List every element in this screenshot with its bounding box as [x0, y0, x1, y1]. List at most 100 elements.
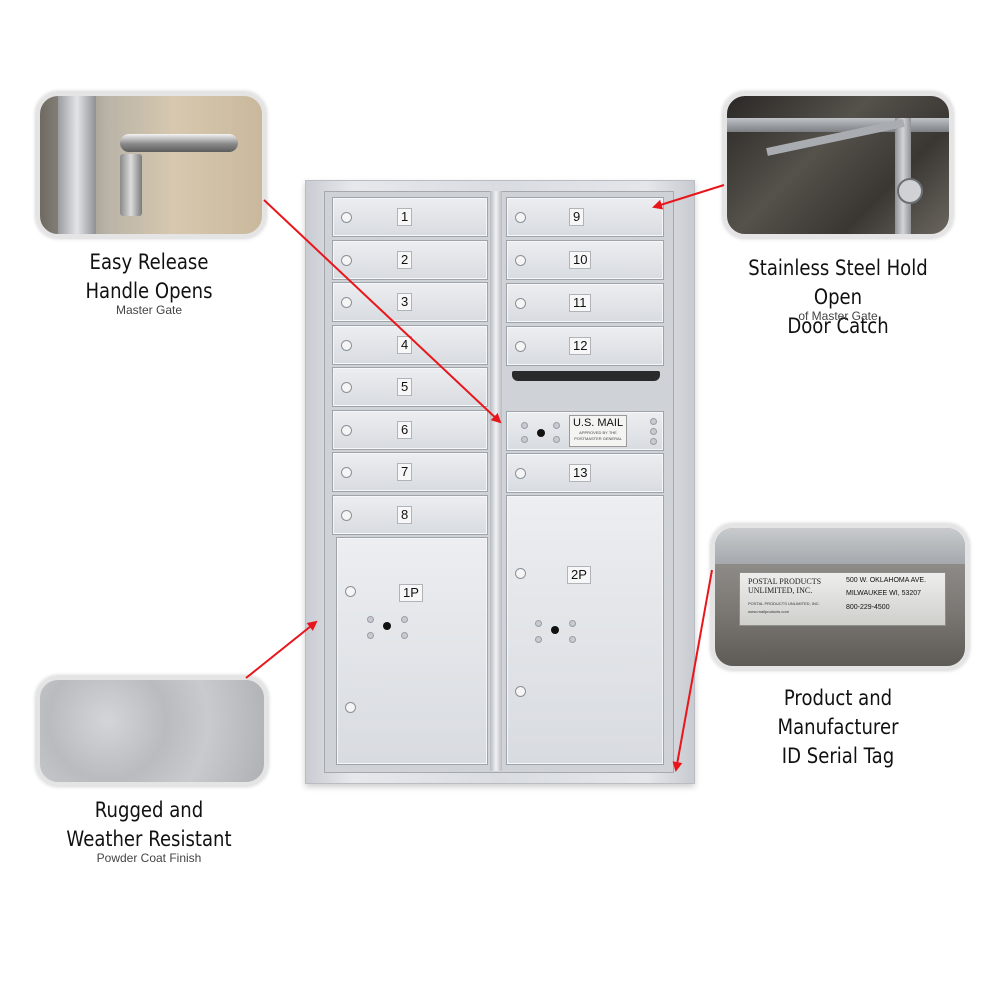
- arrow-handle: [263, 199, 502, 424]
- serial-tag-photo: POSTAL PRODUCTS UNLIMITED, INC. POSTAL P…: [711, 524, 969, 670]
- door-lock-icon: [341, 509, 352, 521]
- tag-small2: www.mailproducts.com: [748, 609, 789, 614]
- door-number-tag: 5: [397, 378, 413, 396]
- door-lock-icon: [341, 339, 352, 351]
- door-number-tag: 9: [569, 208, 585, 226]
- door-lock-icon: [341, 424, 352, 436]
- handle-caption-subtitle: Master Gate: [115, 303, 183, 317]
- door-lock-icon: [345, 702, 356, 713]
- door-catch-photo: [723, 92, 953, 238]
- rivet: [401, 632, 408, 639]
- us-mail-plate: U.S. MAIL APPROVED BY THE POSTMASTER GEN…: [569, 415, 627, 447]
- rivet: [535, 636, 542, 643]
- rivet: [553, 422, 560, 429]
- rivet: [569, 620, 576, 627]
- catch-frame-side: [895, 118, 911, 234]
- handle-title-line1: Easy Release: [89, 250, 209, 274]
- door-lock-icon: [515, 298, 526, 309]
- rivet: [521, 436, 528, 443]
- rivet: [521, 422, 528, 429]
- master-keyhole: [537, 429, 545, 437]
- mailbox-door-2[interactable]: 2: [332, 239, 488, 280]
- arrow-door-catch: [652, 184, 725, 210]
- mailbox-door-10[interactable]: 10: [506, 240, 664, 280]
- door-number-tag: 2: [397, 250, 413, 269]
- parcel-number-tag: 1P: [399, 584, 423, 602]
- door-number-tag: 11: [569, 294, 591, 312]
- mailbox-door-9[interactable]: 9: [506, 197, 664, 237]
- door-lock-icon: [515, 686, 526, 697]
- tag-title-line2: ID Serial Tag: [781, 744, 895, 768]
- usps-master-door[interactable]: U.S. MAIL APPROVED BY THE POSTMASTER GEN…: [506, 411, 664, 451]
- arrow-serial-tag: [672, 569, 713, 772]
- catch-hook: [897, 178, 923, 204]
- door-number-tag: 12: [569, 337, 592, 355]
- center-divider: [490, 191, 502, 771]
- tag-brand-line2: UNLIMITED, INC.: [748, 586, 813, 595]
- door-lock-icon: [515, 468, 526, 479]
- catch-title-line1: Stainless Steel Hold Open: [748, 256, 928, 309]
- tag-plate: POSTAL PRODUCTS UNLIMITED, INC. POSTAL P…: [739, 572, 946, 626]
- rivet: [367, 616, 374, 623]
- rivet: [650, 418, 657, 425]
- tag-caption-title: Product and Manufacturer ID Serial Tag: [726, 684, 950, 771]
- parcel-number-tag: 2P: [567, 566, 591, 584]
- door-number-tag: 4: [397, 335, 413, 354]
- door-number-tag: 7: [397, 463, 413, 481]
- rivet: [553, 436, 560, 443]
- door-lock-icon: [341, 467, 352, 478]
- rivet: [650, 428, 657, 435]
- finish-caption-title: Rugged and Weather Resistant: [50, 796, 248, 854]
- door-lock-icon: [515, 341, 526, 352]
- door-number-tag: 8: [397, 505, 413, 524]
- mailbox-door-4[interactable]: 4: [332, 324, 488, 365]
- tag-brand-line1: POSTAL PRODUCTS: [748, 577, 822, 586]
- tag-bracket: [715, 528, 965, 564]
- handle-caption-title: Easy Release Handle Opens: [50, 248, 248, 306]
- handle-bar: [120, 134, 238, 152]
- mailbox-door-11[interactable]: 11: [506, 283, 664, 323]
- door-number-tag: 6: [397, 420, 413, 439]
- mailbox-door-5[interactable]: 5: [332, 367, 488, 407]
- mailbox-door-6[interactable]: 6: [332, 409, 488, 450]
- door-number-tag: 3: [397, 293, 413, 311]
- rivet: [650, 438, 657, 445]
- door-lock-icon: [515, 212, 526, 223]
- mailbox-door-12[interactable]: 12: [506, 326, 664, 366]
- mailbox-door-3[interactable]: 3: [332, 282, 488, 322]
- rivet: [401, 616, 408, 623]
- parcel-locker-2p[interactable]: 2P: [506, 495, 664, 765]
- arrow-finish: [245, 620, 318, 679]
- outgoing-mail-slot[interactable]: [512, 371, 660, 381]
- mailbox-door-8[interactable]: 8: [332, 494, 488, 535]
- door-post: [58, 96, 96, 234]
- finish-caption-subtitle: Powder Coat Finish: [96, 851, 202, 865]
- parcel-keyhole: [383, 622, 391, 630]
- us-mail-label: U.S. MAIL: [572, 417, 624, 429]
- tag-title-line1: Product and Manufacturer: [777, 686, 899, 739]
- catch-title-line2: Door Catch: [787, 314, 889, 338]
- finish-title-line1: Rugged and: [94, 798, 204, 822]
- door-lock-icon: [515, 255, 526, 266]
- tag-small1: POSTAL PRODUCTS UNLIMITED, INC.: [748, 601, 820, 606]
- door-lock-icon: [341, 254, 352, 266]
- catch-caption-title: Stainless Steel Hold Open Door Catch: [726, 254, 950, 341]
- door-lock-icon: [345, 586, 356, 597]
- door-lock-icon: [341, 382, 352, 393]
- door-number-tag: 13: [569, 464, 592, 482]
- mailbox-door-1[interactable]: 1: [332, 197, 488, 237]
- finish-title-line2: Weather Resistant: [66, 827, 232, 851]
- rivet: [535, 620, 542, 627]
- door-number-tag: 10: [569, 251, 592, 269]
- parcel-locker-1p[interactable]: 1P: [336, 537, 488, 765]
- mailbox-door-13[interactable]: 13: [506, 453, 664, 493]
- handle-photo: [36, 92, 266, 238]
- door-lock-icon: [341, 297, 352, 308]
- door-lock-icon: [341, 212, 352, 223]
- mailbox-door-7[interactable]: 7: [332, 452, 488, 492]
- rivet: [569, 636, 576, 643]
- tag-phone: 800-229-4500: [846, 604, 890, 611]
- tag-address2: MILWAUKEE WI, 53207: [846, 590, 922, 597]
